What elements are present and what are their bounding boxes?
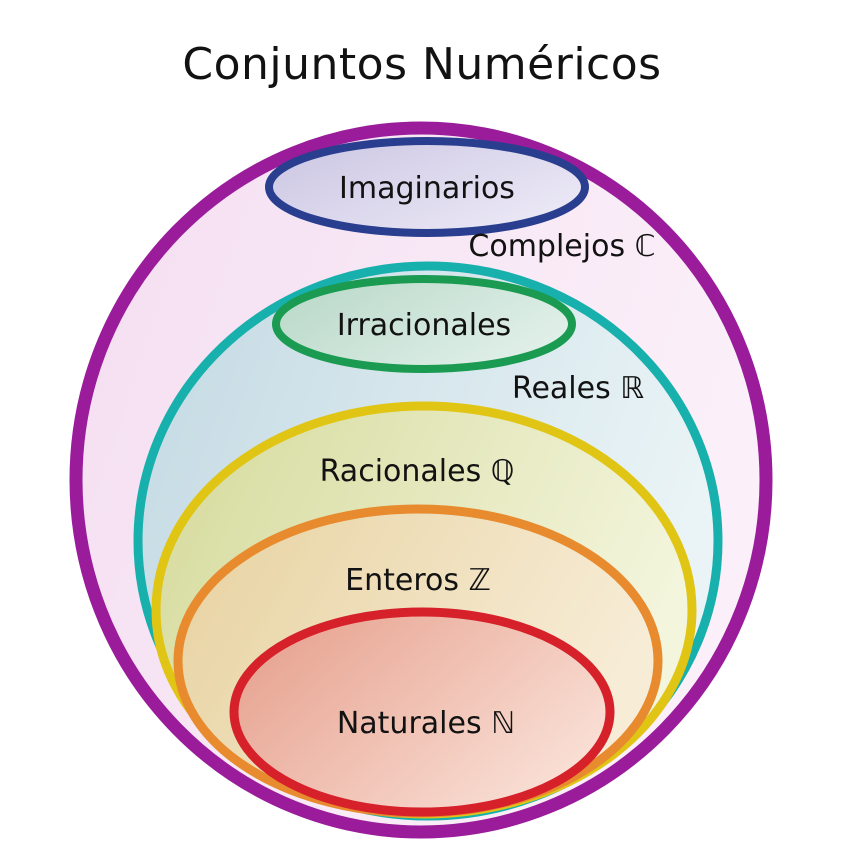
naturales-label: Naturales ℕ (337, 706, 515, 741)
reales-label: Reales ℝ (512, 371, 644, 406)
complejos-label: Complejos ℂ (468, 229, 655, 264)
imaginarios-label: Imaginarios (339, 171, 515, 206)
enteros-label: Enteros ℤ (345, 563, 491, 598)
naturales-set-ellipse (229, 607, 615, 817)
imaginarios-set-ellipse (265, 137, 589, 237)
page-title: Conjuntos Numéricos (182, 39, 661, 90)
irracionales-label: Irracionales (337, 308, 511, 343)
racionales-label: Racionales ℚ (320, 454, 515, 489)
irracionales-set-ellipse (272, 275, 576, 373)
